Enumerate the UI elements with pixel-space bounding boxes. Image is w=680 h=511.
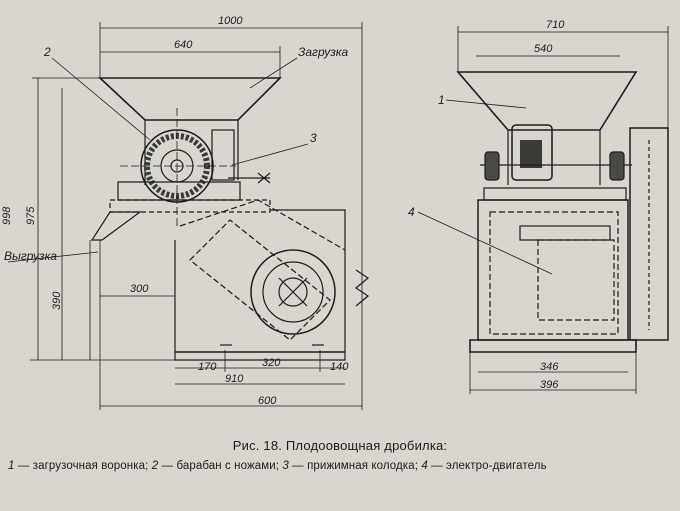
dim-side-bottom-140: 140 <box>330 361 349 373</box>
legend-item-2: 2 — барабан с ножами; <box>151 460 280 472</box>
dim-front-base-346: 346 <box>540 361 559 373</box>
motor-side <box>250 249 370 335</box>
dim-side-height-975: 975 <box>25 206 37 225</box>
legend-item-4: 4 — электро-двигатель <box>421 460 547 472</box>
dim-side-hopper-width: 640 <box>174 39 193 51</box>
dim-side-bottom-910: 910 <box>225 373 244 385</box>
dim-side-height-998: 998 <box>1 206 13 225</box>
technical-drawing: 1000 640 998 975 390 300 170 320 140 910… <box>1 15 669 410</box>
front-view <box>417 26 669 394</box>
dim-front-total-width: 710 <box>546 19 565 31</box>
dim-side-bottom-320: 320 <box>262 357 281 369</box>
label-part-2: 2 <box>43 45 51 59</box>
figure-caption: Рис. 18. Плодоовощная дробилка: <box>232 438 448 453</box>
drum-with-knives <box>120 108 236 226</box>
dim-side-total-width: 1000 <box>218 15 243 27</box>
label-loading: Загрузка <box>298 45 348 59</box>
side-view <box>7 22 370 410</box>
dim-front-base-396: 396 <box>540 379 559 391</box>
label-unloading: Выгрузка <box>4 249 57 263</box>
front-hopper <box>456 71 638 131</box>
legend-item-3: 3 — прижимная колодка; <box>282 460 419 472</box>
pressure-block <box>211 129 235 181</box>
dim-side-height-390: 390 <box>51 291 63 310</box>
label-part-1: 1 <box>438 93 445 107</box>
side-hopper <box>97 77 282 121</box>
dim-side-offset-300: 300 <box>130 283 149 295</box>
dim-side-bottom-170: 170 <box>198 361 217 373</box>
label-part-4: 4 <box>408 205 415 219</box>
dim-side-bottom-600: 600 <box>258 395 277 407</box>
legend-item-1: 1 — загрузочная воронка; <box>8 460 149 472</box>
label-part-3: 3 <box>310 131 317 145</box>
dim-front-hopper-width: 540 <box>534 43 553 55</box>
figure-legend: 1 — загрузочная воронка; 2 — барабан с н… <box>8 459 672 474</box>
